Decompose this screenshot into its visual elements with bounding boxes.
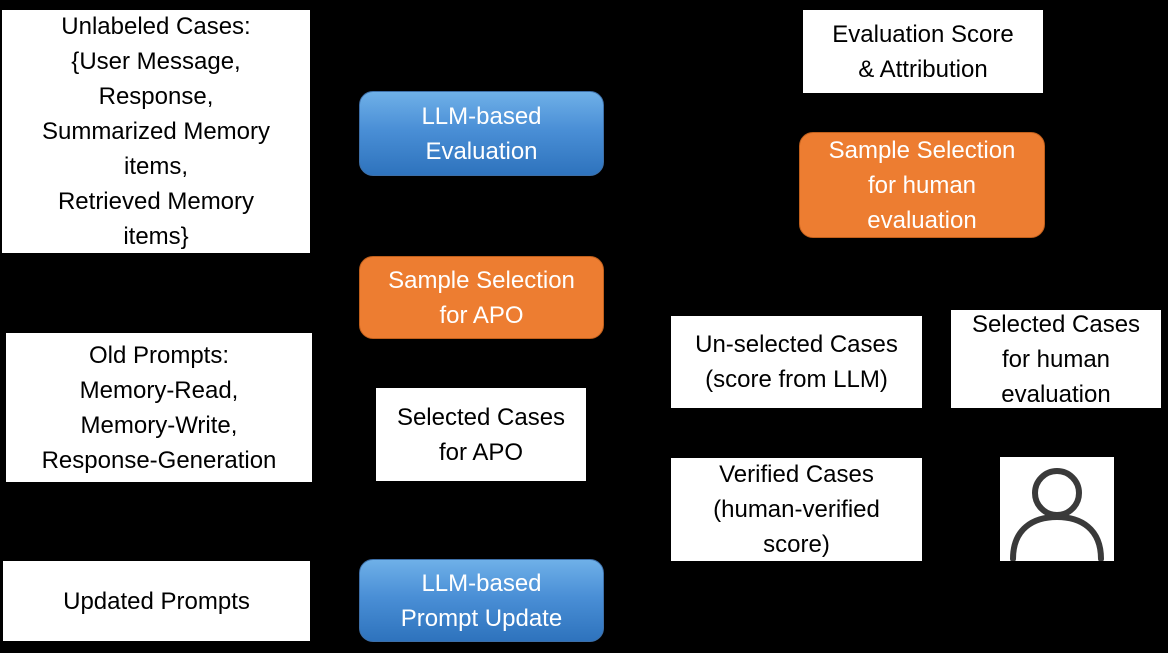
selected-cases-human-line-2: for human — [1001, 345, 1111, 373]
evaluation-score-box: Evaluation Score & Attribution — [803, 10, 1043, 93]
unselected-cases-box: Un-selected Cases (score from LLM) — [671, 316, 922, 408]
sample-selection-human-line-1: Sample Selection — [828, 136, 1016, 164]
selected-cases-human-box: Selected Cases for human evaluation — [951, 310, 1161, 408]
selected-cases-human-line-1: Selected Cases — [971, 310, 1141, 338]
person-icon — [1010, 468, 1104, 562]
unlabeled-cases-line-4: Summarized Memory — [41, 118, 271, 145]
verified-cases-line-3: score) — [763, 531, 830, 558]
evaluation-score-line-2: & Attribution — [858, 55, 988, 83]
llm-prompt-update-step: LLM-based Prompt Update — [359, 559, 604, 642]
sample-selection-human-line-3: evaluation — [867, 206, 977, 234]
llm-evaluation-line-1: LLM-based — [421, 102, 542, 130]
old-prompts-box: Old Prompts: Memory-Read, Memory-Write, … — [6, 333, 312, 482]
selected-cases-apo-line-1: Selected Cases — [396, 403, 566, 431]
sample-selection-apo-step: Sample Selection for APO — [359, 256, 604, 339]
unlabeled-cases-line-2: {User Message, — [71, 48, 241, 75]
old-prompts-line-3: Memory-Write, — [80, 411, 238, 439]
unlabeled-cases-line-6: Retrieved Memory — [57, 188, 255, 215]
unselected-cases-line-1: Un-selected Cases — [695, 331, 898, 358]
unlabeled-cases-line-1: Unlabeled Cases: — [61, 13, 251, 40]
unlabeled-cases-line-7: items} — [123, 223, 189, 250]
llm-evaluation-step: LLM-based Evaluation — [359, 91, 604, 176]
updated-prompts-box: Updated Prompts — [3, 561, 310, 641]
sample-selection-human-line-2: for human — [867, 171, 977, 199]
sample-selection-apo-line-1: Sample Selection — [388, 266, 575, 294]
verified-cases-line-2: (human-verified — [713, 496, 880, 523]
human-evaluator — [1000, 457, 1114, 562]
verified-cases-box: Verified Cases (human-verified score) — [671, 458, 922, 561]
selected-cases-apo-line-2: for APO — [438, 438, 524, 466]
unselected-cases-line-2: (score from LLM) — [705, 366, 888, 393]
updated-prompts-label: Updated Prompts — [63, 587, 250, 615]
unlabeled-cases-line-5: items, — [123, 153, 188, 180]
sample-selection-apo-line-2: for APO — [439, 301, 524, 329]
llm-prompt-update-line-2: Prompt Update — [400, 604, 563, 632]
llm-prompt-update-line-1: LLM-based — [421, 569, 542, 597]
llm-evaluation-line-2: Evaluation — [425, 137, 538, 165]
old-prompts-line-4: Response-Generation — [41, 446, 277, 474]
unlabeled-cases-box: Unlabeled Cases: {User Message, Response… — [2, 10, 310, 253]
old-prompts-line-2: Memory-Read, — [79, 376, 239, 404]
unlabeled-cases-line-3: Response, — [98, 83, 214, 110]
selected-cases-apo-box: Selected Cases for APO — [376, 388, 586, 481]
verified-cases-line-1: Verified Cases — [719, 461, 874, 488]
selected-cases-human-line-3: evaluation — [1001, 380, 1111, 408]
evaluation-score-line-1: Evaluation Score — [832, 20, 1014, 48]
sample-selection-human-step: Sample Selection for human evaluation — [799, 132, 1045, 238]
old-prompts-line-1: Old Prompts: — [88, 341, 230, 369]
